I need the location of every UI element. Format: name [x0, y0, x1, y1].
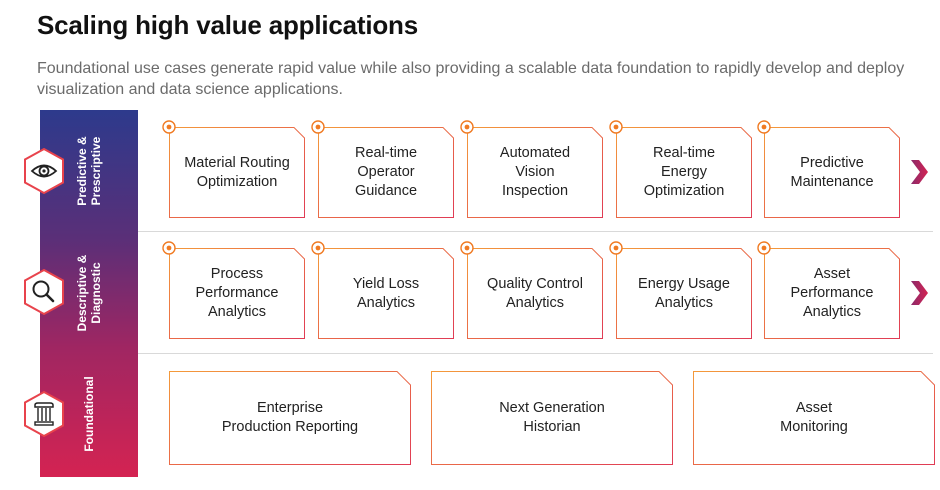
use-case-card: Material Routing Optimization — [169, 127, 305, 218]
corner-dot-icon — [609, 241, 623, 255]
card-frame — [169, 248, 305, 339]
card-frame — [616, 127, 752, 218]
card-frame — [318, 248, 454, 339]
row-label-foundational-text: Foundational — [82, 376, 96, 452]
row-label-descriptive-text: Descriptive & Diagnostic — [75, 254, 103, 332]
use-case-label: Quality Control Analytics — [487, 275, 583, 311]
use-case-card: Predictive Maintenance — [764, 127, 900, 218]
use-case-card: Process Performance Analytics — [169, 248, 305, 339]
use-case-card: Yield Loss Analytics — [318, 248, 454, 339]
card-frame — [764, 127, 900, 218]
use-case-card: Quality Control Analytics — [467, 248, 603, 339]
corner-dot-icon — [757, 120, 771, 134]
chevron-right-icon — [911, 281, 928, 305]
card-frame — [169, 127, 305, 218]
page-title: Scaling high value applications — [37, 10, 418, 40]
corner-dot-icon — [460, 241, 474, 255]
foundational-label: Enterprise Production Reporting — [221, 400, 359, 435]
corner-dot-icon — [757, 241, 771, 255]
card-frame — [467, 248, 603, 339]
row-divider — [138, 353, 933, 354]
corner-dot-icon — [460, 120, 474, 134]
card-frame — [693, 371, 935, 465]
row-divider — [138, 231, 933, 232]
card-frame — [318, 127, 454, 218]
use-case-label: Automated Vision Inspection — [499, 145, 571, 199]
magnifier-icon — [20, 268, 68, 316]
page-subtitle: Foundational use cases generate rapid va… — [37, 60, 905, 98]
pillar-icon — [20, 390, 68, 438]
use-case-label: Yield Loss Analytics — [352, 275, 420, 311]
use-case-label: Real-time Energy Optimization — [643, 145, 725, 199]
use-case-card: Energy Usage Analytics — [616, 248, 752, 339]
foundational-card: Asset Monitoring — [693, 371, 935, 465]
eye-icon — [20, 147, 68, 195]
card-frame — [169, 371, 411, 465]
foundational-card: Next Generation Historian — [431, 371, 673, 465]
foundational-card: Enterprise Production Reporting — [169, 371, 411, 465]
corner-dot-icon — [609, 120, 623, 134]
card-frame — [616, 248, 752, 339]
card-frame — [467, 127, 603, 218]
use-case-card: Real-time Energy Optimization — [616, 127, 752, 218]
foundational-label: Next Generation Historian — [499, 400, 605, 435]
use-case-card: Real-time Operator Guidance — [318, 127, 454, 218]
use-case-label: Predictive Maintenance — [790, 154, 874, 190]
corner-dot-icon — [311, 120, 325, 134]
use-case-label: Asset Performance Analytics — [790, 266, 874, 320]
card-frame — [431, 371, 673, 465]
row-label-predictive-text: Predictive & Prescriptive — [75, 136, 103, 206]
use-case-label: Process Performance Analytics — [195, 266, 279, 320]
use-case-label: Energy Usage Analytics — [638, 275, 730, 311]
corner-dot-icon — [162, 120, 176, 134]
use-case-label: Material Routing Optimization — [184, 154, 290, 190]
foundational-label: Asset Monitoring — [780, 400, 848, 435]
use-case-label: Real-time Operator Guidance — [354, 145, 418, 199]
chevron-right-icon — [911, 160, 928, 184]
use-case-card: Asset Performance Analytics — [764, 248, 900, 339]
corner-dot-icon — [311, 241, 325, 255]
use-case-card: Automated Vision Inspection — [467, 127, 603, 218]
corner-dot-icon — [162, 241, 176, 255]
card-frame — [764, 248, 900, 339]
